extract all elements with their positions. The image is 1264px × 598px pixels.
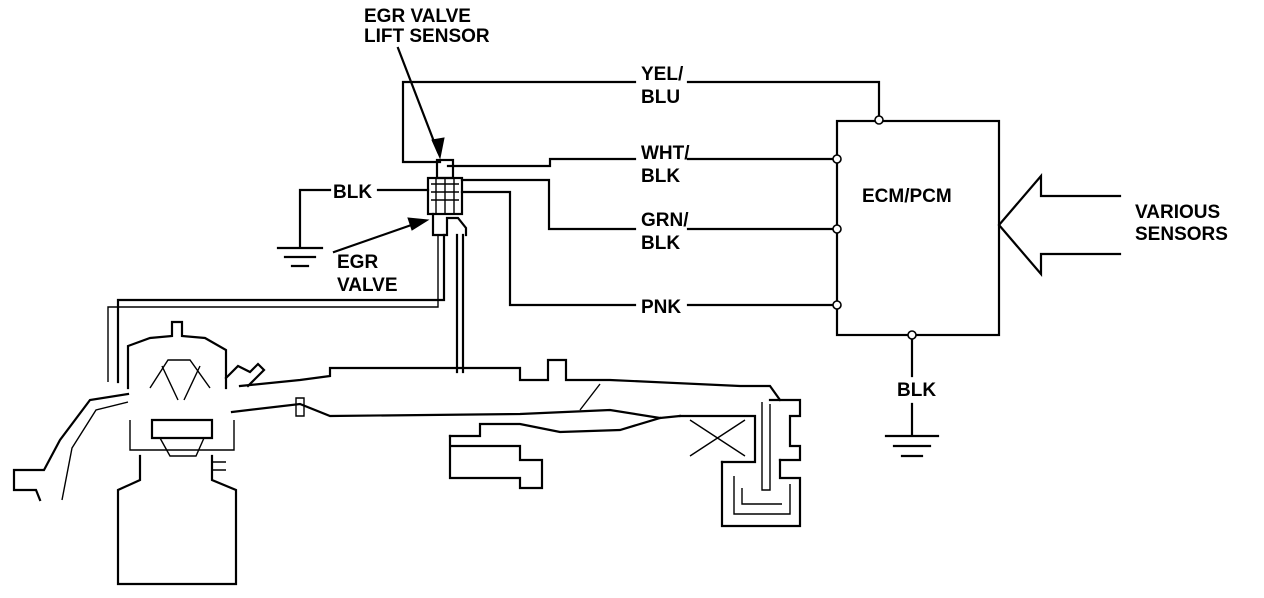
grn-blk-label: GRN/ BLK [641,210,689,254]
various-sensors-line2: SENSORS [1135,224,1228,245]
wht-blk-line1: WHT/ [641,143,690,164]
pnk-label: PNK [641,297,681,318]
wire-blk-left [298,188,430,249]
egr-valve-assembly [107,158,468,384]
wire-yel-blu [401,80,881,164]
egr-valve-line1: EGR [337,252,378,273]
blk-ground-left-label: BLK [333,182,372,203]
wht-blk-label: WHT/ BLK [641,143,690,187]
engine-intake-system [12,320,802,586]
yel-blu-line1: YEL/ [641,64,684,85]
ecm-pcm-label: ECM/PCM [862,186,952,207]
wht-blk-line2: BLK [641,166,680,187]
various-sensors-label: VARIOUS SENSORS [1135,202,1228,245]
yel-blu-line2: BLU [641,87,680,108]
ecm-terminal-blk [907,330,917,340]
wire-grn-blk [460,178,838,231]
ecm-terminal-wht-blk [832,154,842,164]
ecm-pcm-box [835,119,1001,337]
grn-blk-line1: GRN/ [641,210,689,231]
grn-blk-line2: BLK [641,233,680,254]
egr-valve-lift-sensor-label: EGR VALVE LIFT SENSOR [364,6,490,47]
ecm-terminal-grn-blk [832,224,842,234]
egr-valve-lift-sensor-line1: EGR VALVE [364,6,471,27]
lift-sensor-pointer-arrow [396,46,445,160]
blk-ground-right-label: BLK [897,380,936,401]
various-sensors-arrow [997,173,1122,277]
egr-valve-pointer-arrow [332,217,430,254]
wire-wht-blk [446,157,838,168]
ground-symbol-right [884,434,940,458]
ground-symbol-left [276,246,324,268]
egr-valve-label: EGR VALVE [337,252,398,296]
yel-blu-label: YEL/ BLU [641,64,684,108]
ecm-terminal-yel-blu [874,115,884,125]
egr-valve-lift-sensor-line2: LIFT SENSOR [364,26,490,47]
wire-pnk [460,190,838,307]
egr-valve-line2: VALVE [337,275,398,296]
various-sensors-line1: VARIOUS [1135,202,1220,223]
ecm-terminal-pnk [832,300,842,310]
